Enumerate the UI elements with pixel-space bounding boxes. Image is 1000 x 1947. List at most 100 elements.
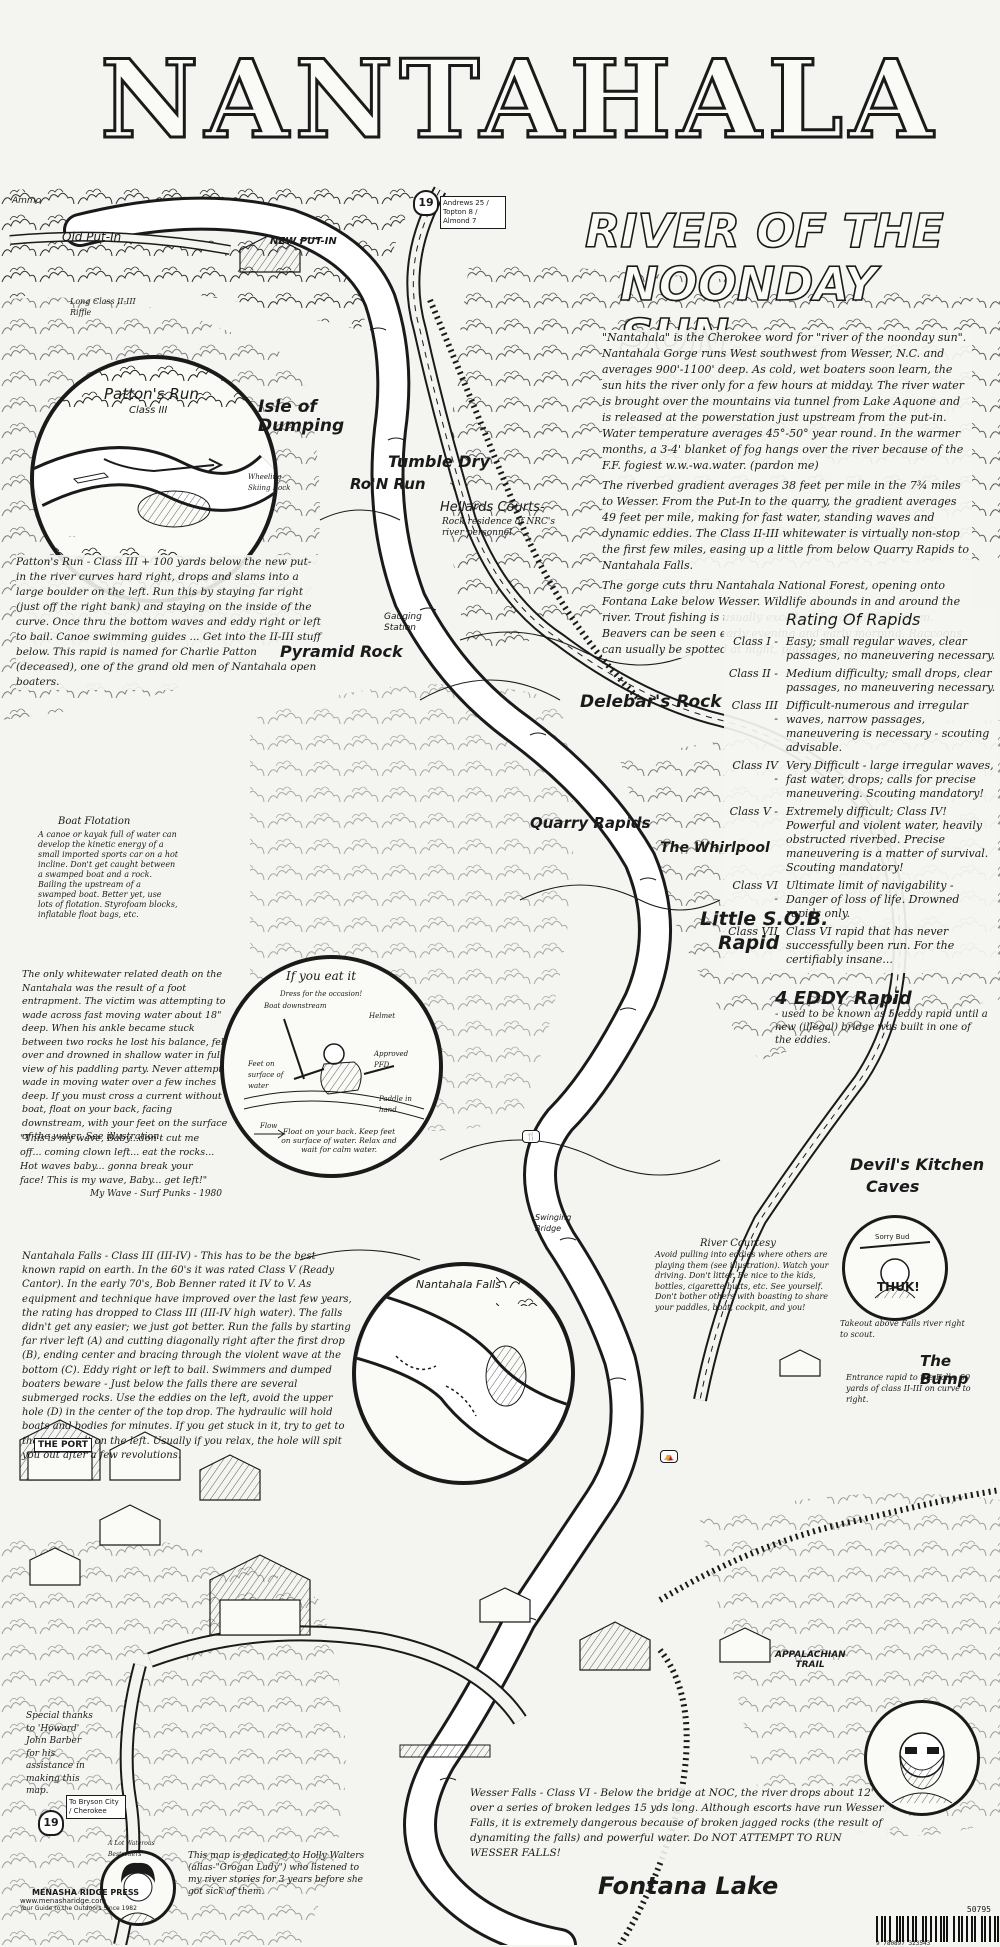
sign-bryson-city: To Bryson City / Cherokee [66, 1795, 126, 1819]
falls-inset-title: Nantahala Falls [416, 1278, 501, 1291]
label-little-sob-rapid: Rapid [718, 932, 780, 954]
rating-row: Class II - Medium difficulty; small drops… [726, 667, 996, 695]
intro-text: "Nantahala" is the Cherokee word for "ri… [602, 330, 972, 658]
label-devils-kitchen: Devil's Kitchen [850, 1155, 985, 1174]
rating-description: Easy; small regular waves, clear passage… [786, 635, 996, 662]
label-hellards-courts: Hellards Courts- [440, 500, 545, 515]
label-long-class-ii: Long Class II-III Riffle [70, 297, 136, 317]
rating-of-rapids: Rating Of Rapids Class I - Easy; small re… [724, 608, 998, 973]
highway-19-shield-bottom: 19 [38, 1810, 64, 1836]
rating-description: Extremely difficult; Class IV! Powerful … [786, 805, 989, 874]
rating-description: Difficult-numerous and irregular waves, … [786, 699, 990, 754]
eat-it-label-pfd: Approved PFD [374, 1050, 409, 1069]
rating-row: Class III - Difficult-numerous and irregu… [726, 699, 996, 755]
publisher-tagline: Your Guide to the Outdoors Since 1982 [20, 1905, 137, 1912]
song-lyrics: "This is my wave, Baby...don't cut me of… [20, 1133, 215, 1186]
barcode-block: 50795 [876, 1905, 991, 1914]
thuk-sound: THUK! [877, 1280, 920, 1294]
label-pyramid-rock: Pyramid Rock [280, 642, 403, 661]
label-quarry-rapids: Quarry Rapids [530, 814, 651, 832]
label-tumble-dry: Tumble Dry [388, 452, 490, 471]
barcode-top-number: 50795 [966, 1905, 991, 1914]
barcode [876, 1916, 1000, 1942]
label-appalachian-trail: APPALACHIAN TRAIL [775, 1650, 846, 1670]
intro-paragraph-1: "Nantahala" is the Cherokee word for "ri… [602, 331, 967, 472]
label-isle-of-dumping: Isle of Dumping [258, 397, 345, 436]
rating-class-label: Class I - [733, 635, 778, 648]
sign-andrews: Andrews 25 / Topton 8 / Almond 7 [440, 196, 506, 229]
label-wheeling-skiing-rock: Wheeling Skiing Rock [248, 473, 291, 492]
publisher-url: www.menasharidge.com [20, 1897, 107, 1905]
rating-description: Class VI rapid that has never successful… [786, 925, 955, 966]
falls-illustration [356, 1266, 571, 1481]
rating-description: Ultimate limit of navigability - Danger … [786, 879, 960, 920]
label-row-run: Ro'N Run [350, 475, 426, 493]
rating-description: Medium difficulty; small drops, clear pa… [786, 667, 996, 694]
label-old-put-in: Old Put-In [62, 230, 122, 244]
artist-portrait [891, 1732, 953, 1804]
wesser-falls-description: Wesser Falls - Class VI - Below the brid… [470, 1786, 890, 1861]
sorry-bud: Sorry Bud [875, 1233, 910, 1241]
subtitle-line-1: RIVER OF THE [584, 204, 944, 258]
rating-class-label: Class VII - [728, 925, 778, 951]
rating-description: Very Difficult - large irregular waves, … [786, 759, 994, 800]
ad-label: A Lot Waterous Bestsellers [108, 1840, 155, 1858]
buildings-the-port [19, 234, 821, 1671]
nantahala-falls-inset: Nantahala Falls [352, 1262, 575, 1485]
pattons-run-title: Patton's Run [104, 385, 199, 403]
highway-19-shield-top: 19 [413, 190, 439, 216]
label-little-sob: Little S.O.B. [700, 908, 829, 930]
title-nantahala: NANTAHALA [99, 37, 940, 163]
boat-flotation-text: A canoe or kayak full of water can devel… [38, 830, 178, 919]
river-courtesy-text: Avoid pulling into eddies where others a… [655, 1250, 829, 1312]
nantahala-falls-description: Nantahala Falls - Class III (III-IV) - T… [22, 1251, 352, 1461]
rating-row: Class VI -Ultimate limit of navigability… [726, 879, 996, 921]
rating-row: Class IV - Very Difficult - large irregul… [726, 759, 996, 801]
rating-row: Class VII - Class VI rapid that has never… [726, 925, 996, 967]
label-devils-kitchen-caves: Caves [866, 1177, 920, 1196]
thuk-illustration [859, 1241, 931, 1299]
if-you-eat-it-title: If you eat it [286, 969, 357, 983]
artist-portrait-inset [864, 1700, 980, 1816]
pattons-run-description: Patton's Run - Class III + 100 yards bel… [16, 555, 321, 690]
label-the-whirlpool: The Whirlpool [660, 840, 770, 856]
label-swinging-bridge: Swinging Bridge [535, 1213, 572, 1233]
publisher-block: MENASHA RIDGE PRESS www.menasharidge.com… [20, 1888, 180, 1912]
dedication-text: This map is dedicated to Holly Walters (… [188, 1851, 365, 1897]
song-credit: My Wave - Surf Punks - 1980 [90, 1189, 223, 1199]
eat-it-caption: Float on your back. Keep feet on surface… [281, 1127, 397, 1154]
swimmer-illustration [243, 1018, 425, 1139]
rating-class-label: Class IV - [732, 759, 778, 785]
eat-it-label-helmet: Helmet [369, 1012, 396, 1020]
label-new-put-in: NEW PUT-IN [270, 236, 337, 247]
label-delebars-rock: Delebar's Rock [580, 692, 722, 712]
pill-time-for-lunch: 🍴 [522, 1130, 540, 1143]
boat-flotation-title: Boat Flotation [58, 816, 131, 827]
noc-bridge [399, 1744, 491, 1758]
pill-camp: ⛺ [660, 1450, 678, 1463]
label-fontana-lake: Fontana Lake [598, 1872, 779, 1900]
if-you-eat-it-inset: If you eat it Dress for the occasion! Bo… [220, 955, 443, 1178]
rating-class-label: Class III - [731, 699, 778, 725]
river-courtesy-title: River Courtesy [700, 1238, 776, 1249]
label-the-port: THE PORT [34, 1438, 92, 1452]
rating-row: Class V - Extremely difficult; Class IV! … [726, 805, 996, 875]
rating-row: Class I - Easy; small regular waves, clea… [726, 635, 996, 663]
label-ammo: Ammo [12, 196, 42, 206]
label-hellards-desc: Rock residence of NRC's river personnel [442, 517, 556, 538]
thuk-inset: THUK! Sorry Bud [842, 1215, 948, 1321]
rating-class-label: Class II - [728, 667, 778, 680]
label-four-eddy-desc: - used to be known as 5 eddy rapid until… [775, 1009, 988, 1046]
highway-19-number: 19 [418, 196, 434, 209]
eat-it-label-paddle: Paddle in hand [379, 1095, 412, 1114]
publisher-name: MENASHA RIDGE PRESS [32, 1888, 139, 1897]
rating-title: Rating Of Rapids [786, 610, 921, 629]
highway-19-bottom-number: 19 [43, 1816, 59, 1829]
dedication-portrait [100, 1850, 176, 1926]
rating-class-label: Class V - [729, 805, 778, 818]
eat-it-label-boat: Boat downstream [264, 1002, 327, 1010]
holly-portrait [116, 1862, 160, 1923]
eat-it-label-feet: Feet on surface of water [248, 1060, 284, 1090]
intro-paragraph-2: The riverbed gradient averages 38 feet p… [602, 479, 969, 572]
